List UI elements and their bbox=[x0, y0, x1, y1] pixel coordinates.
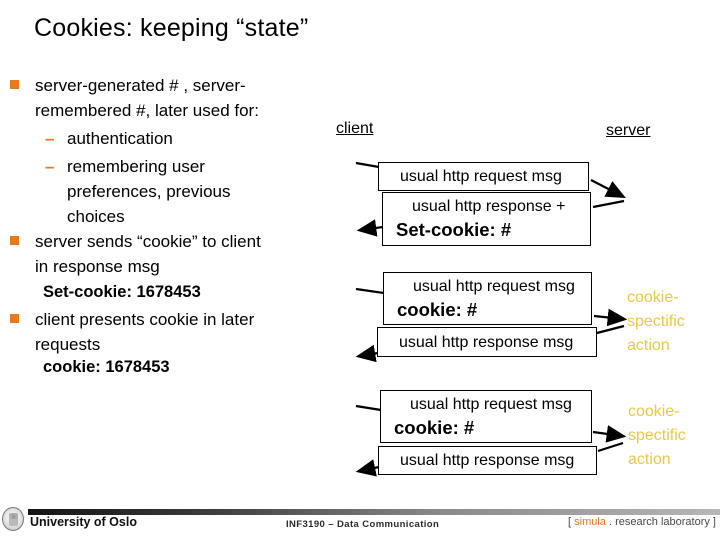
msg-text: usual http response + bbox=[412, 198, 566, 215]
set-cookie-example: Set-cookie: 1678453 bbox=[43, 283, 201, 301]
square-bullet-icon bbox=[10, 236, 19, 245]
cookie-specific-action-note: cookie- spectific action bbox=[627, 289, 685, 354]
bracket-open: [ bbox=[568, 516, 575, 528]
msg-box-request-cookie-1: usual http request msg cookie: # bbox=[383, 272, 592, 325]
bullet-text: server-generated # , server- remembered … bbox=[35, 76, 259, 120]
slide-title: Cookies: keeping “state” bbox=[34, 14, 309, 42]
sub-bullet-item: – authentication bbox=[45, 126, 285, 151]
server-label: server bbox=[606, 122, 651, 139]
bullet-item: server sends “cookie” to client in respo… bbox=[10, 229, 320, 279]
sub-bullet-text: remembering user preferences, previous c… bbox=[67, 157, 231, 226]
simula-brand: simula bbox=[574, 516, 606, 528]
msg-box-response-2: usual http response msg bbox=[378, 446, 597, 475]
message-arrows bbox=[355, 161, 628, 477]
response-arrow bbox=[355, 344, 379, 363]
simula-lab-logo: [ simula . research laboratory ] bbox=[568, 516, 716, 528]
bullet-text: client presents cookie in later requests bbox=[35, 310, 255, 354]
server-send-stub bbox=[596, 324, 625, 335]
request-arrow bbox=[592, 425, 627, 443]
cookie-header: cookie: # bbox=[397, 299, 478, 320]
response-arrow bbox=[356, 219, 384, 237]
cookie-header: cookie: # bbox=[394, 417, 475, 438]
sub-bullet-item: – remembering user preferences, previous… bbox=[45, 154, 285, 229]
lab-text: . research laboratory ] bbox=[605, 516, 716, 528]
msg-text: usual http response msg bbox=[400, 452, 575, 469]
client-send-stub bbox=[355, 404, 382, 412]
square-bullet-icon bbox=[10, 80, 19, 89]
bullet-item: server-generated # , server- remembered … bbox=[10, 73, 320, 123]
square-bullet-icon bbox=[10, 314, 19, 323]
msg-box-request-1: usual http request msg bbox=[378, 162, 589, 191]
cookie-example: cookie: 1678453 bbox=[43, 358, 170, 376]
msg-box-response-1: usual http response msg bbox=[377, 327, 597, 357]
client-label: client bbox=[336, 120, 374, 137]
dash-bullet-icon: – bbox=[45, 129, 55, 148]
msg-text: usual http request msg bbox=[413, 278, 575, 295]
msg-text: usual http response msg bbox=[399, 333, 574, 351]
request-arrow bbox=[593, 308, 628, 327]
server-send-stub bbox=[597, 441, 624, 453]
dash-bullet-icon: – bbox=[45, 157, 55, 176]
set-cookie-header: Set-cookie: # bbox=[396, 219, 512, 240]
request-arrow bbox=[590, 179, 626, 199]
client-send-stub bbox=[355, 287, 385, 295]
university-seal-icon bbox=[2, 507, 24, 531]
client-send-stub bbox=[355, 161, 380, 169]
footer-gradient-bar bbox=[28, 509, 720, 515]
cookie-specific-action-note: cookie- spectific action bbox=[628, 403, 686, 468]
server-send-stub bbox=[592, 199, 625, 209]
sub-bullet-text: authentication bbox=[67, 129, 173, 148]
msg-text: usual http request msg bbox=[410, 396, 572, 413]
bullet-item: client presents cookie in later requests bbox=[10, 307, 320, 357]
msg-box-request-cookie-2: usual http request msg cookie: # bbox=[380, 390, 592, 443]
course-label: INF3190 – Data Communication bbox=[286, 519, 440, 530]
response-arrow bbox=[355, 459, 380, 477]
msg-box-response-setcookie: usual http response + Set-cookie: # bbox=[382, 192, 591, 246]
university-name: University of Oslo bbox=[30, 515, 137, 529]
bullet-text: server sends “cookie” to client in respo… bbox=[35, 232, 261, 276]
msg-text: usual http request msg bbox=[400, 168, 562, 185]
